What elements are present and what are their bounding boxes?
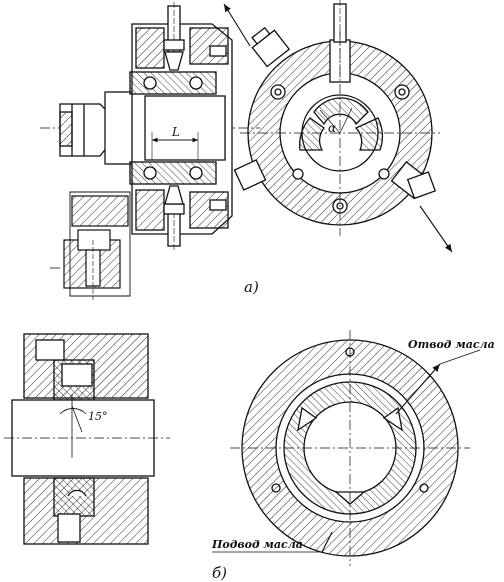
- panel-a-side-section: [40, 2, 260, 252]
- panel-a-front-view: [223, 0, 453, 253]
- panel-a-label: а): [244, 278, 259, 296]
- panel-b-side-section: [4, 333, 170, 545]
- dimension-L-label: L: [171, 125, 180, 139]
- angle-alpha-label: α: [328, 121, 336, 135]
- panel-b-front-view: [212, 330, 481, 566]
- oil-inlet-label: Подвод масла: [211, 538, 303, 551]
- panel-b-label: б): [212, 564, 227, 582]
- angle-15-label: 15°: [88, 410, 108, 423]
- oil-outlet-label: Отвод масла: [408, 338, 495, 351]
- panel-a-inset-detail: [50, 191, 131, 300]
